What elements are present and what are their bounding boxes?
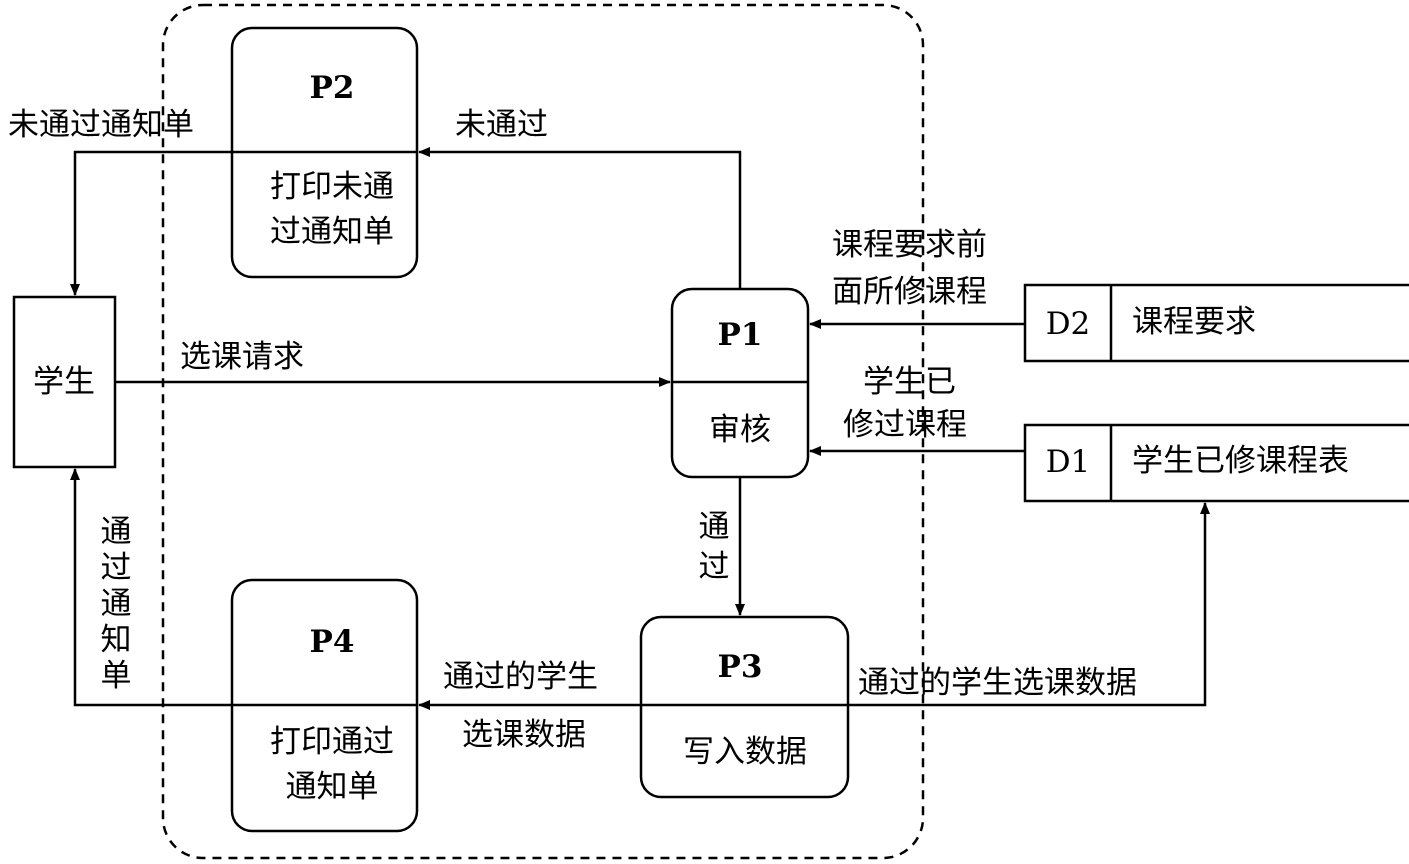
flow-pass-notice-char-4: 知 (101, 622, 132, 658)
process-p4-id: P4 (310, 624, 355, 660)
flow-passed-char-1: 通 (699, 509, 730, 545)
flow-request-label: 选课请求 (180, 339, 304, 375)
flow-pass-notice-char-5: 单 (101, 658, 132, 694)
flow-passed-char-2: 过 (699, 549, 730, 585)
flow-passed-data-label-line2: 选课数据 (462, 717, 586, 753)
process-p2-name-line1: 打印未通 (270, 169, 394, 205)
flow-passed-data-label-line1: 通过的学生 (443, 659, 598, 695)
process-p3[interactable]: P3 写入数据 (639, 615, 850, 799)
flow-pass-notice-arrow (70, 468, 232, 707)
flow-taken-label-line2: 修过课程 (843, 407, 967, 443)
process-p2[interactable]: P2 打印未通 过通知单 (230, 26, 419, 279)
process-p4-name-line2: 通知单 (286, 769, 379, 805)
data-store-d2[interactable]: D2 课程要求 (1023, 283, 1409, 363)
flow-taken-label-line1: 学生已 (863, 364, 956, 400)
flow-course-req-label-line2: 面所修课程 (832, 274, 987, 310)
data-store-d2-id: D2 (1046, 306, 1091, 342)
process-p2-name-line2: 过通知单 (270, 214, 394, 250)
flow-not-passed-arrow (418, 147, 742, 289)
process-p3-box (639, 615, 850, 799)
flow-pass-notice-char-3: 通 (101, 586, 132, 622)
process-p1[interactable]: P1 审核 (670, 287, 810, 479)
flow-passed-data-to-d1-arrow (848, 502, 1210, 707)
data-store-d1-name: 学生已修课程表 (1132, 443, 1349, 479)
flow-not-passed-label: 未通过 (455, 107, 548, 143)
process-p4[interactable]: P4 打印通过 通知单 (230, 578, 419, 833)
data-store-d1[interactable]: D1 学生已修课程表 (1023, 423, 1409, 503)
process-p2-id: P2 (310, 70, 355, 106)
flow-fail-notice-arrow (70, 150, 232, 296)
data-store-d2-name: 课程要求 (1132, 304, 1256, 340)
process-p3-id: P3 (718, 649, 763, 685)
flow-pass-notice-char-1: 通 (101, 514, 132, 550)
process-p1-name: 审核 (709, 412, 771, 448)
external-entity-label: 学生 (33, 364, 95, 400)
process-p3-name: 写入数据 (683, 734, 807, 770)
flow-fail-notice-label: 未通过通知单 (8, 107, 194, 143)
flow-pass-notice-char-2: 过 (101, 550, 132, 586)
data-store-d1-outline (1023, 423, 1409, 503)
external-entity-box (12, 295, 117, 469)
process-p1-id: P1 (718, 317, 763, 353)
external-entity-student[interactable]: 学生 (12, 295, 117, 469)
flow-passed-data-to-d1-label: 通过的学生选课数据 (858, 665, 1137, 701)
system-boundary (161, 3, 925, 860)
flow-course-req-label-line1: 课程要求前 (832, 227, 987, 263)
process-p4-name-line1: 打印通过 (270, 724, 394, 760)
data-store-d1-id: D1 (1046, 444, 1091, 480)
